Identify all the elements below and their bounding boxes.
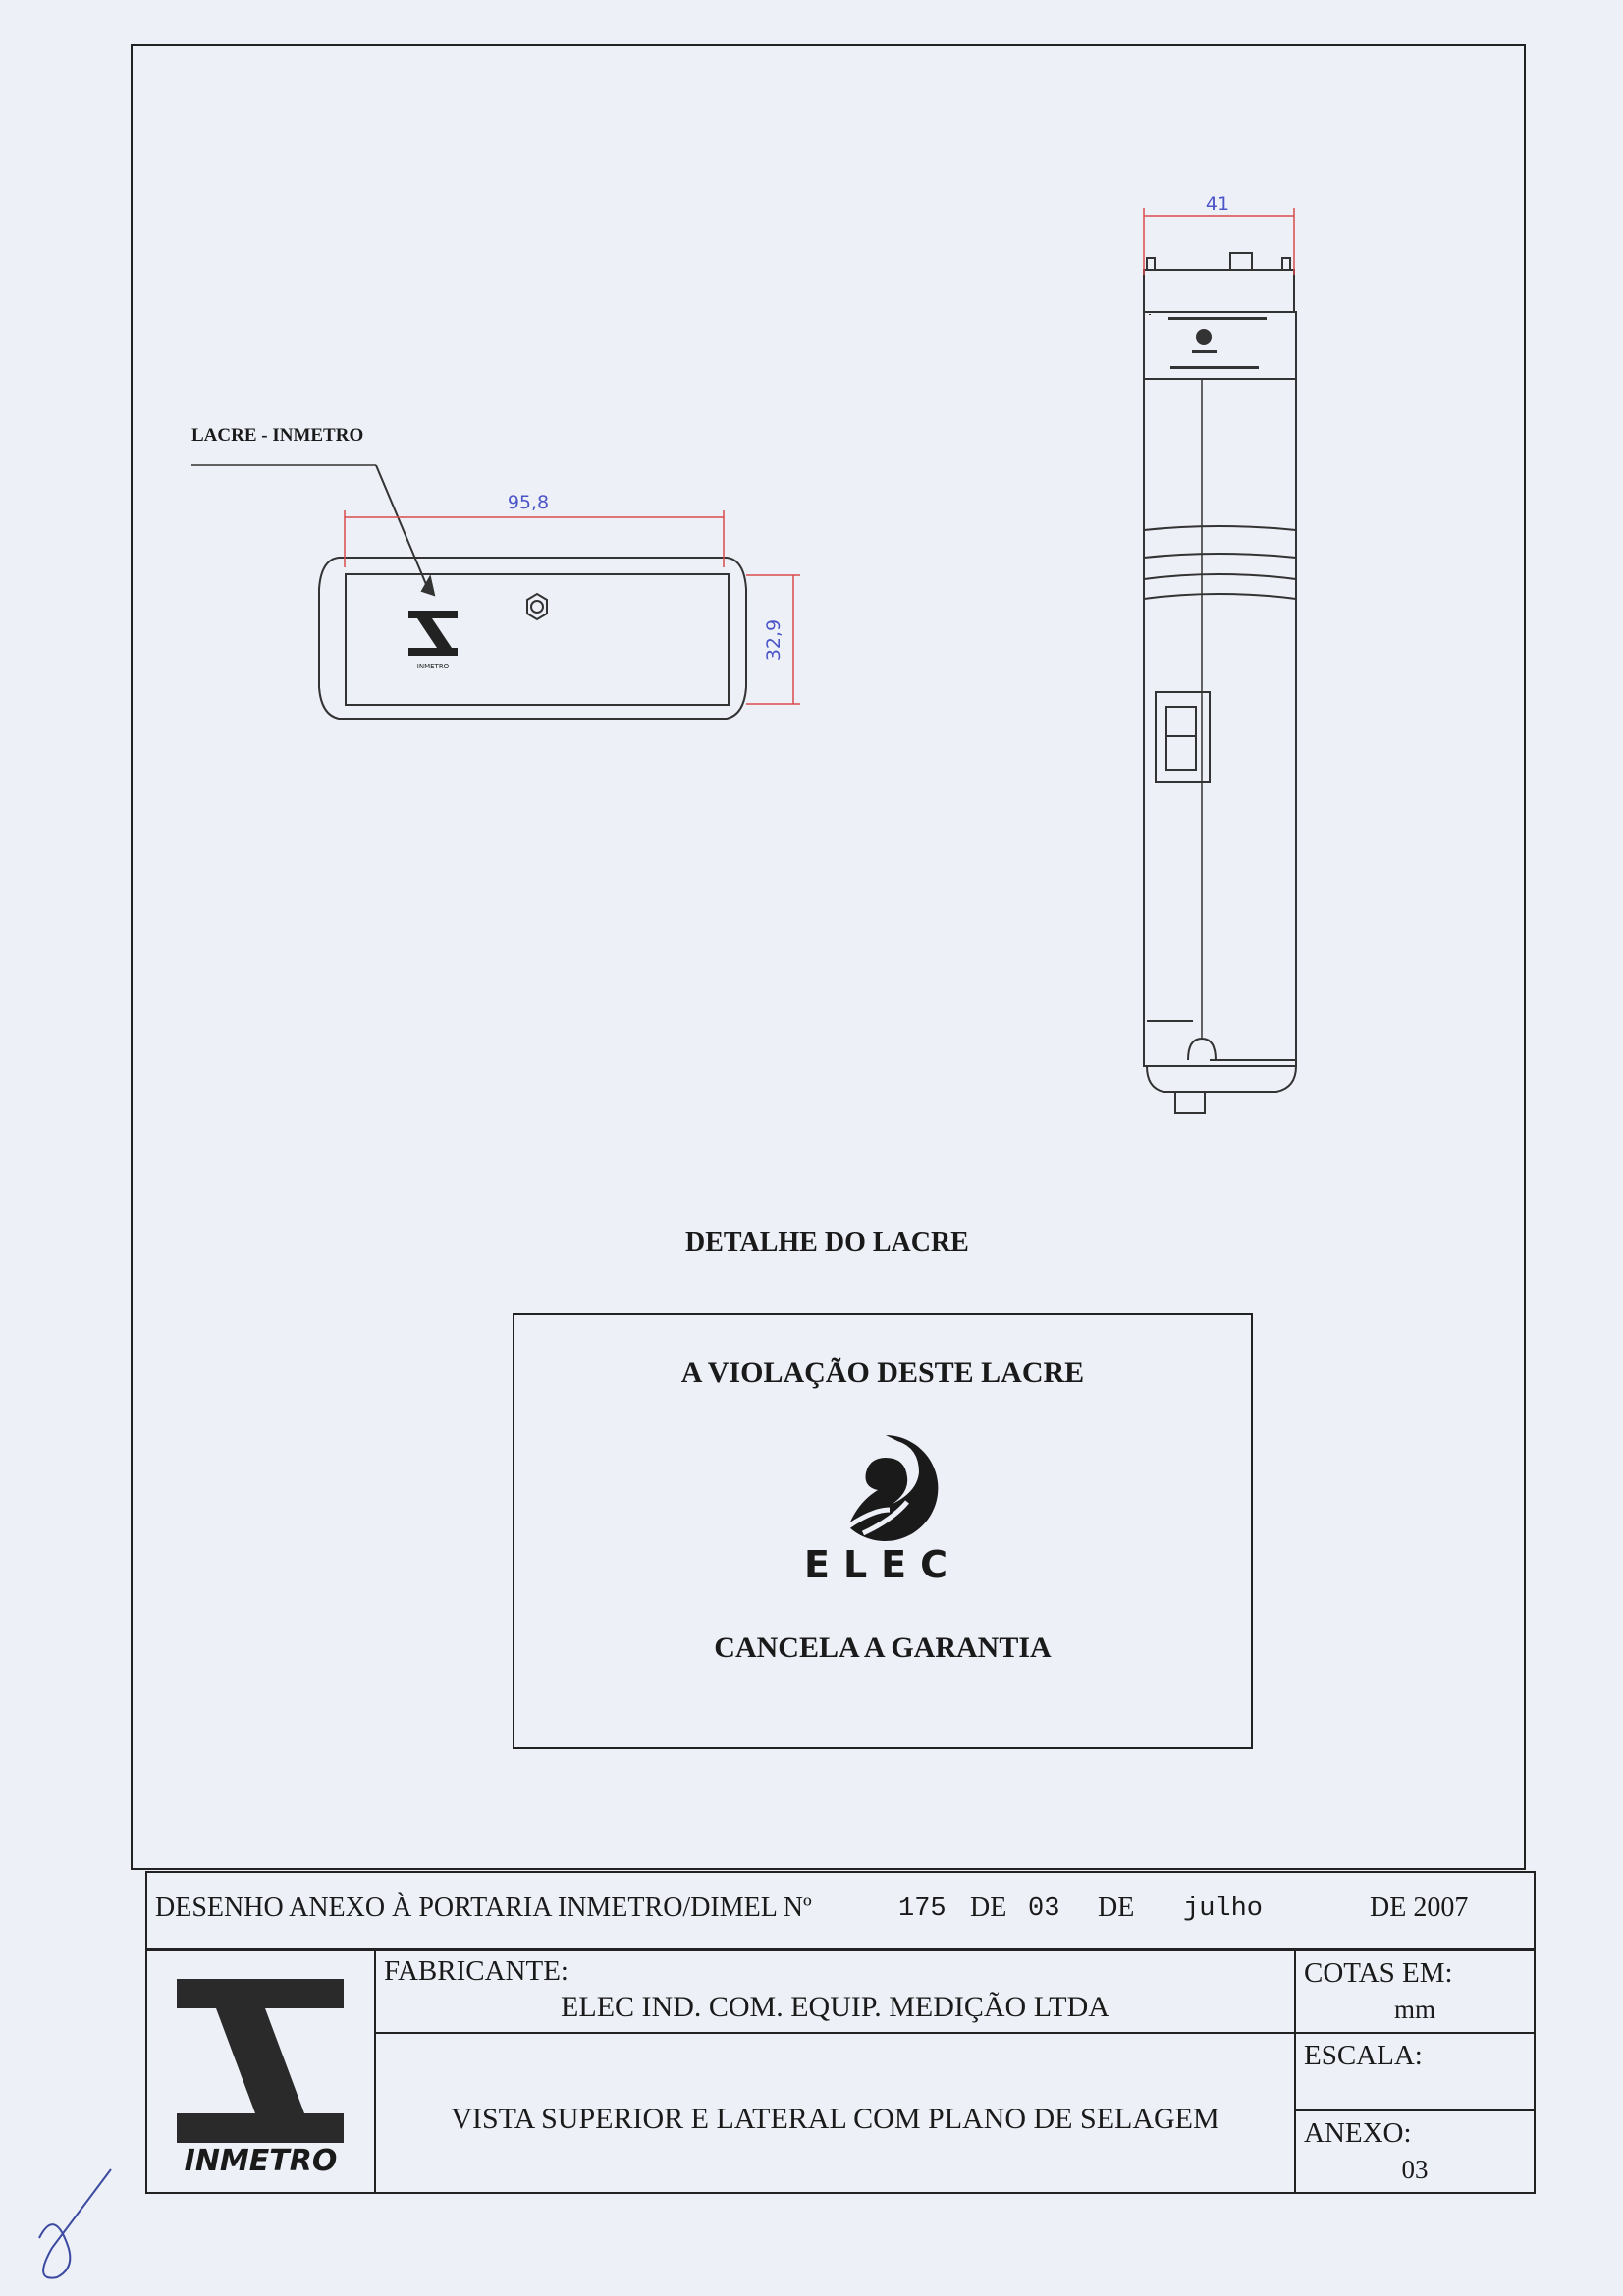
small-inmetro-logo [408,611,458,656]
fabricante-value: ELEC IND. COM. EQUIP. MEDIÇÃO LTDA [561,1991,1109,2023]
portaria-number: 175 [898,1895,947,1924]
drawing-title: VISTA SUPERIOR E LATERAL COM PLANO DE SE… [451,2103,1219,2135]
escala-cell: ESCALA: [1296,2034,1534,2111]
title-block-right: COTAS EM: mm ESCALA: ANEXO: 03 [1294,1951,1534,2192]
portaria-year: DE 2007 [1370,1893,1469,1923]
side-view-drawing [1143,252,1297,1114]
seal-brand-text: ELEC [803,1543,962,1586]
portaria-de-2: DE [1098,1893,1135,1923]
inmetro-logo [177,1979,344,2143]
dimension-length [344,510,725,567]
seal-top-text: A VIOLAÇÃO DESTE LACRE [680,1357,1085,1389]
lacre-label: LACRE - INMETRO [191,425,364,446]
fabricante-label: FABRICANTE: [384,1955,568,1987]
inmetro-logo-text: INMETRO [184,2144,338,2178]
drawing-title-cell: VISTA SUPERIOR E LATERAL COM PLANO DE SE… [376,2034,1294,2192]
anexo-label: ANEXO: [1304,2117,1412,2149]
fabricante-cell: FABRICANTE: ELEC IND. COM. EQUIP. MEDIÇÃ… [376,1951,1294,2034]
anexo-cell: ANEXO: 03 [1296,2111,1534,2192]
detail-title: DETALHE DO LACRE [685,1227,969,1257]
elec-logo [846,1435,939,1541]
portaria-prefix: DESENHO ANEXO À PORTARIA INMETRO/DIMEL N… [155,1893,812,1923]
portaria-de-1: DE [970,1893,1007,1923]
portaria-day: 03 [1028,1895,1060,1924]
dimension-width-label: 41 [1206,193,1229,215]
side-view-label [1149,314,1267,369]
seal-box: A VIOLAÇÃO DESTE LACRE ELEC CANCELA A GA… [513,1313,1253,1749]
inmetro-logo-cell: INMETRO [147,1951,376,2192]
cotas-value: mm [1393,1995,1435,2024]
dimension-width [1143,208,1295,275]
anexo-value: 03 [1401,2155,1429,2184]
seal-bottom-text: CANCELA A GARANTIA [714,1631,1052,1664]
cotas-cell: COTAS EM: mm [1296,1951,1534,2034]
dimension-length-label: 95,8 [508,492,549,513]
drawing-frame [131,44,1526,1870]
dimension-height [746,574,800,705]
cotas-label: COTAS EM: [1304,1957,1453,1989]
handwritten-initials [38,2168,112,2279]
top-view-drawing [191,464,747,720]
small-logo-caption: INMETRO [417,663,450,670]
dimension-height-label: 32,9 [763,619,784,661]
title-block: INMETRO FABRICANTE: ELEC IND. COM. EQUIP… [145,1949,1536,2194]
portaria-row: DESENHO ANEXO À PORTARIA INMETRO/DIMEL N… [145,1871,1536,1949]
portaria-month: julho [1183,1895,1264,1924]
escala-label: ESCALA: [1304,2040,1423,2071]
